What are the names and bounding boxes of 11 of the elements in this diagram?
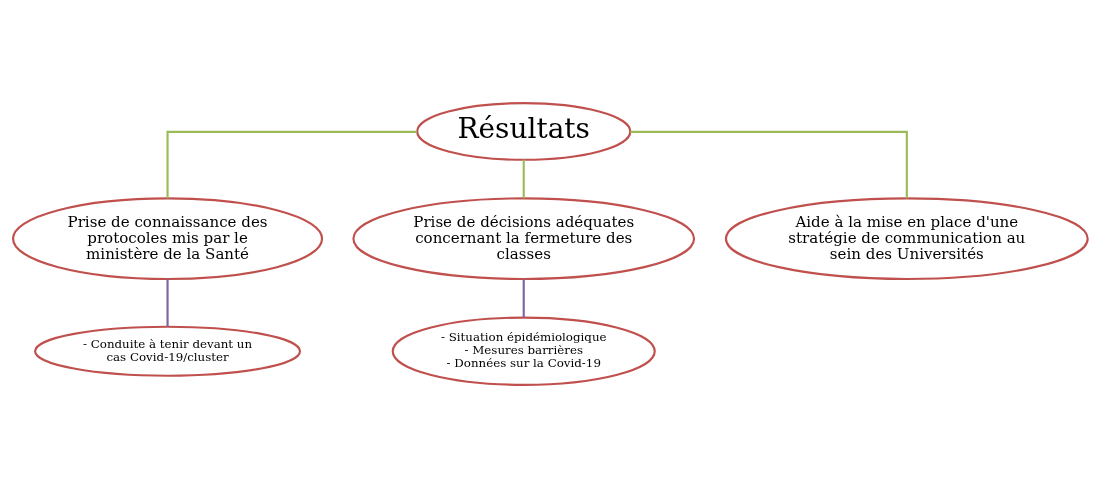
connector <box>166 279 169 327</box>
node-ellipse: Résultats <box>416 102 632 161</box>
connector <box>522 159 525 199</box>
node-ellipse: Prise de décisions adéquates concernant la fermeture des classes <box>352 197 696 281</box>
connector <box>630 130 908 199</box>
node-ellipse: Aide à la mise en place d'une stratégie de communication au sein des Universités <box>724 197 1089 281</box>
node-ellipse: Prise de connaissance des protocoles mis par le ministère de la Santé <box>11 197 324 281</box>
node-ellipse: - Situation épidémiologique - Mesures barrières - Données sur la Covid-19 <box>391 316 656 386</box>
connector <box>522 279 525 318</box>
connector <box>166 130 417 199</box>
node-ellipse: - Conduite à tenir devant un cas Covid-19/cluster <box>34 325 302 377</box>
